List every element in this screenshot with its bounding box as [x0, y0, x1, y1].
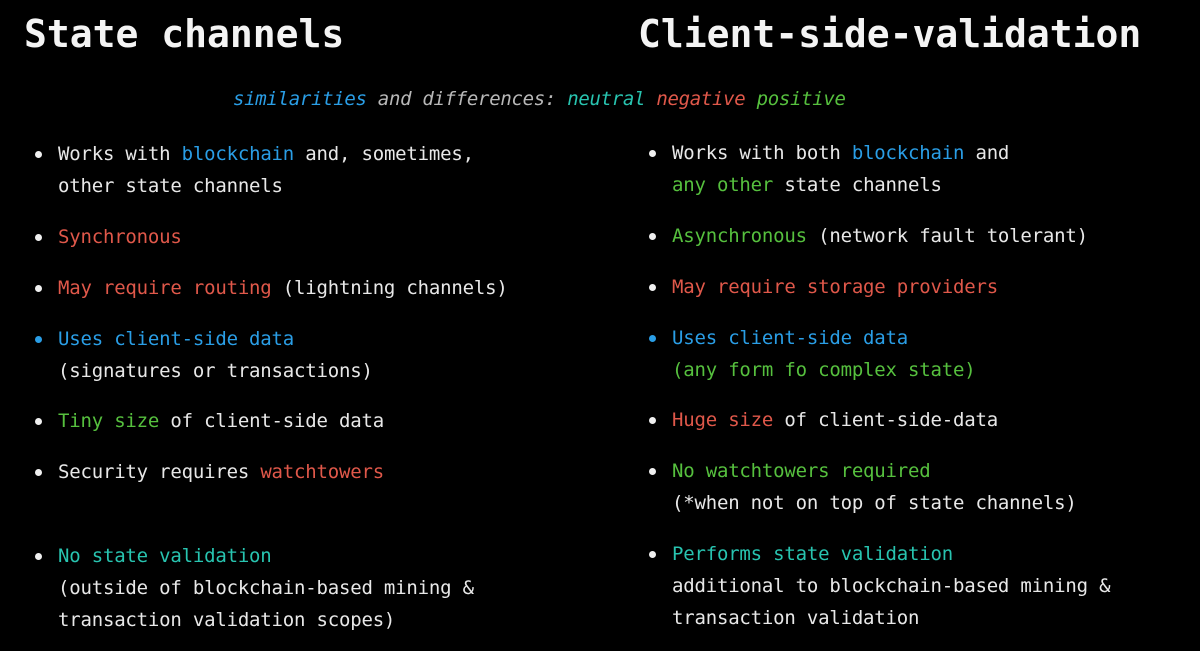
item-highlight: May require routing	[58, 277, 272, 299]
item-highlight: (any form fo complex state)	[672, 359, 976, 381]
item-text: (signatures or transactions)	[58, 360, 373, 382]
bullet-icon	[35, 285, 42, 292]
item-text: of client-side-data	[773, 409, 998, 431]
list-item: May require storage providers	[649, 271, 998, 303]
bullet-icon	[35, 469, 42, 476]
list-item: Uses client-side data (any form fo compl…	[649, 322, 976, 386]
item-text: (lightning channels)	[271, 277, 508, 299]
bullet-icon	[649, 468, 656, 475]
legend-positive: positive	[756, 88, 846, 110]
state-channels-title: State channels	[24, 12, 345, 56]
legend-negative: negative	[656, 88, 746, 110]
item-text: transaction validation	[672, 607, 920, 629]
item-text: Synchronous	[58, 226, 182, 248]
item-highlight: any other	[672, 174, 774, 196]
item-highlight: Uses client-side data	[672, 327, 909, 349]
bullet-icon	[35, 553, 42, 560]
item-text: Works with	[58, 143, 182, 165]
bullet-icon	[649, 417, 656, 424]
bullet-icon	[35, 418, 42, 425]
client-side-validation-title: Client-side-validation	[638, 12, 1142, 56]
item-text: transaction validation scopes)	[58, 609, 396, 631]
item-highlight: No state validation	[58, 545, 272, 567]
list-item: Uses client-side data (signatures or tra…	[35, 323, 373, 387]
item-highlight: watchtowers	[260, 461, 384, 483]
item-text: (outside of blockchain-based mining &	[58, 577, 474, 599]
list-item: Huge size of client-side-data	[649, 404, 998, 436]
list-item: Performs state validation additional to …	[649, 538, 1111, 634]
item-text: Works with both	[672, 142, 852, 164]
bullet-icon	[35, 336, 42, 343]
list-item: Works with blockchain and, sometimes, ot…	[35, 138, 474, 202]
item-highlight: blockchain	[181, 143, 295, 165]
bullet-icon	[35, 234, 42, 241]
list-item: No state validation (outside of blockcha…	[35, 540, 474, 636]
list-item: No watchtowers required (*when not on to…	[649, 455, 1077, 519]
bullet-icon	[649, 335, 656, 342]
item-highlight: Huge size	[672, 409, 774, 431]
item-text: other state channels	[58, 175, 283, 197]
color-legend: similarities and differences: neutral ne…	[233, 88, 846, 110]
legend-and-differences: and differences:	[366, 88, 568, 110]
bullet-icon	[649, 551, 656, 558]
item-text: state channels	[773, 174, 942, 196]
bullet-icon	[649, 150, 656, 157]
item-text: (network fault tolerant)	[806, 225, 1088, 247]
list-item: May require routing (lightning channels)	[35, 272, 508, 304]
list-item: Asynchronous (network fault tolerant)	[649, 220, 1088, 252]
item-highlight: May require storage providers	[672, 276, 998, 298]
list-item: Tiny size of client-side data	[35, 405, 384, 437]
item-text: and, sometimes,	[294, 143, 474, 165]
item-text: and	[964, 142, 1010, 164]
item-text: additional to blockchain-based mining &	[672, 575, 1111, 597]
item-highlight: Uses client-side data	[58, 328, 295, 350]
item-text: Security requires	[58, 461, 261, 483]
item-text: of client-side data	[159, 410, 384, 432]
list-item: Synchronous	[35, 221, 182, 253]
list-item: Security requires watchtowers	[35, 456, 384, 488]
legend-similarities: similarities	[233, 88, 367, 110]
bullet-icon	[35, 151, 42, 158]
legend-neutral: neutral	[567, 88, 646, 110]
list-item: Works with both blockchain and any other…	[649, 137, 1010, 201]
bullet-icon	[649, 284, 656, 291]
item-highlight: Performs state validation	[672, 543, 953, 565]
bullet-icon	[649, 233, 656, 240]
item-highlight: Tiny size	[58, 410, 160, 432]
item-highlight: No watchtowers required	[672, 460, 931, 482]
item-highlight: blockchain	[851, 142, 965, 164]
item-highlight: Asynchronous	[672, 225, 807, 247]
item-text: (*when not on top of state channels)	[672, 492, 1077, 514]
